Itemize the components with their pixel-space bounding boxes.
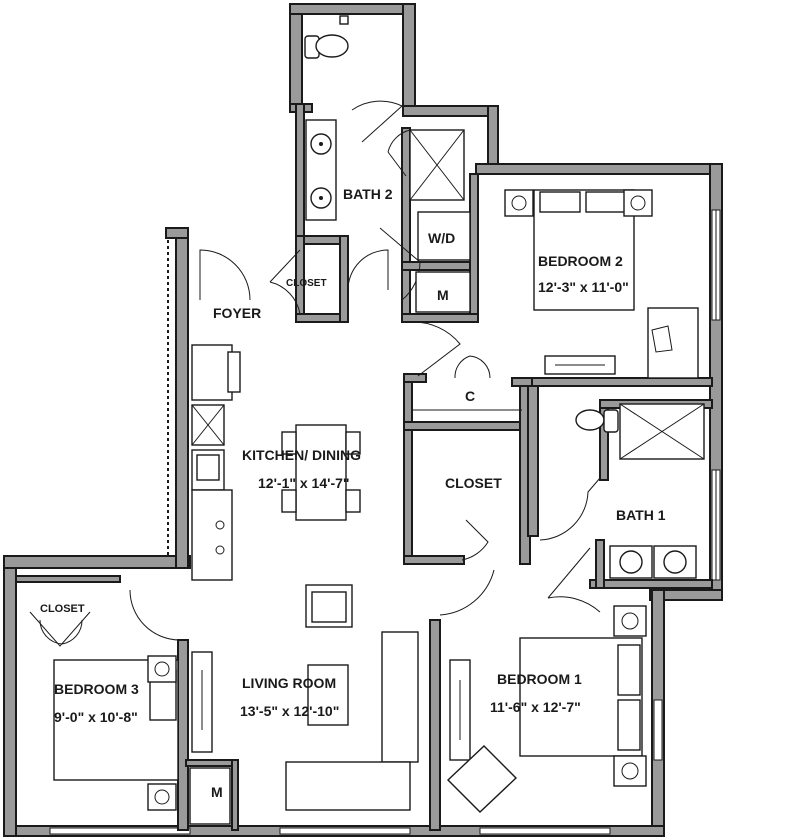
living-room-label: LIVING ROOM (242, 675, 336, 691)
c-label: C (465, 388, 475, 404)
kitchen-dims: 12'-1" x 14'-7" (258, 475, 350, 491)
toilet-icon (304, 34, 349, 59)
m-bottom-label: M (211, 784, 223, 800)
bed-icon (533, 189, 635, 311)
closet-main-label: CLOSET (445, 475, 502, 491)
kitchen-label: KITCHEN/ DINING (242, 447, 361, 463)
toilet-icon (575, 409, 619, 433)
dining-table-icon (281, 424, 361, 521)
bedroom3-closet-label: CLOSET (40, 603, 85, 615)
bedroom1-label: BEDROOM 1 (497, 671, 582, 687)
exterior-walls (3, 3, 723, 837)
bedroom1-dims: 11'-6" x 12'-7" (490, 699, 581, 715)
sink-icon (609, 545, 653, 579)
bedroom3-dims: 9'-0" x 10'-8" (54, 709, 138, 725)
bedroom2-label: BEDROOM 2 (538, 253, 623, 269)
fixtures (53, 15, 705, 825)
bath2-closet-label: CLOSET (286, 278, 327, 289)
doors (29, 100, 601, 647)
room-labels: BATH 2 CLOSET W/D M FOYER BEDROOM 2 12'-… (40, 186, 666, 800)
wd-label: W/D (428, 230, 455, 246)
nightstand-icon (504, 189, 534, 217)
bed-icon (519, 637, 643, 757)
bath1-label: BATH 1 (616, 507, 666, 523)
nightstand-icon (623, 189, 653, 217)
sink-icon (310, 133, 332, 155)
bedroom3-label: BEDROOM 3 (54, 681, 139, 697)
sink-icon (310, 187, 332, 209)
sink-icon (653, 545, 697, 579)
bath2-label: BATH 2 (343, 186, 393, 202)
m-top-label: M (437, 287, 449, 303)
living-room-dims: 13'-5" x 12'-10" (240, 703, 339, 719)
foyer-label: FOYER (213, 305, 261, 321)
bedroom2-dims: 12'-3" x 11'-0" (538, 279, 629, 295)
stove-icon (191, 404, 225, 446)
